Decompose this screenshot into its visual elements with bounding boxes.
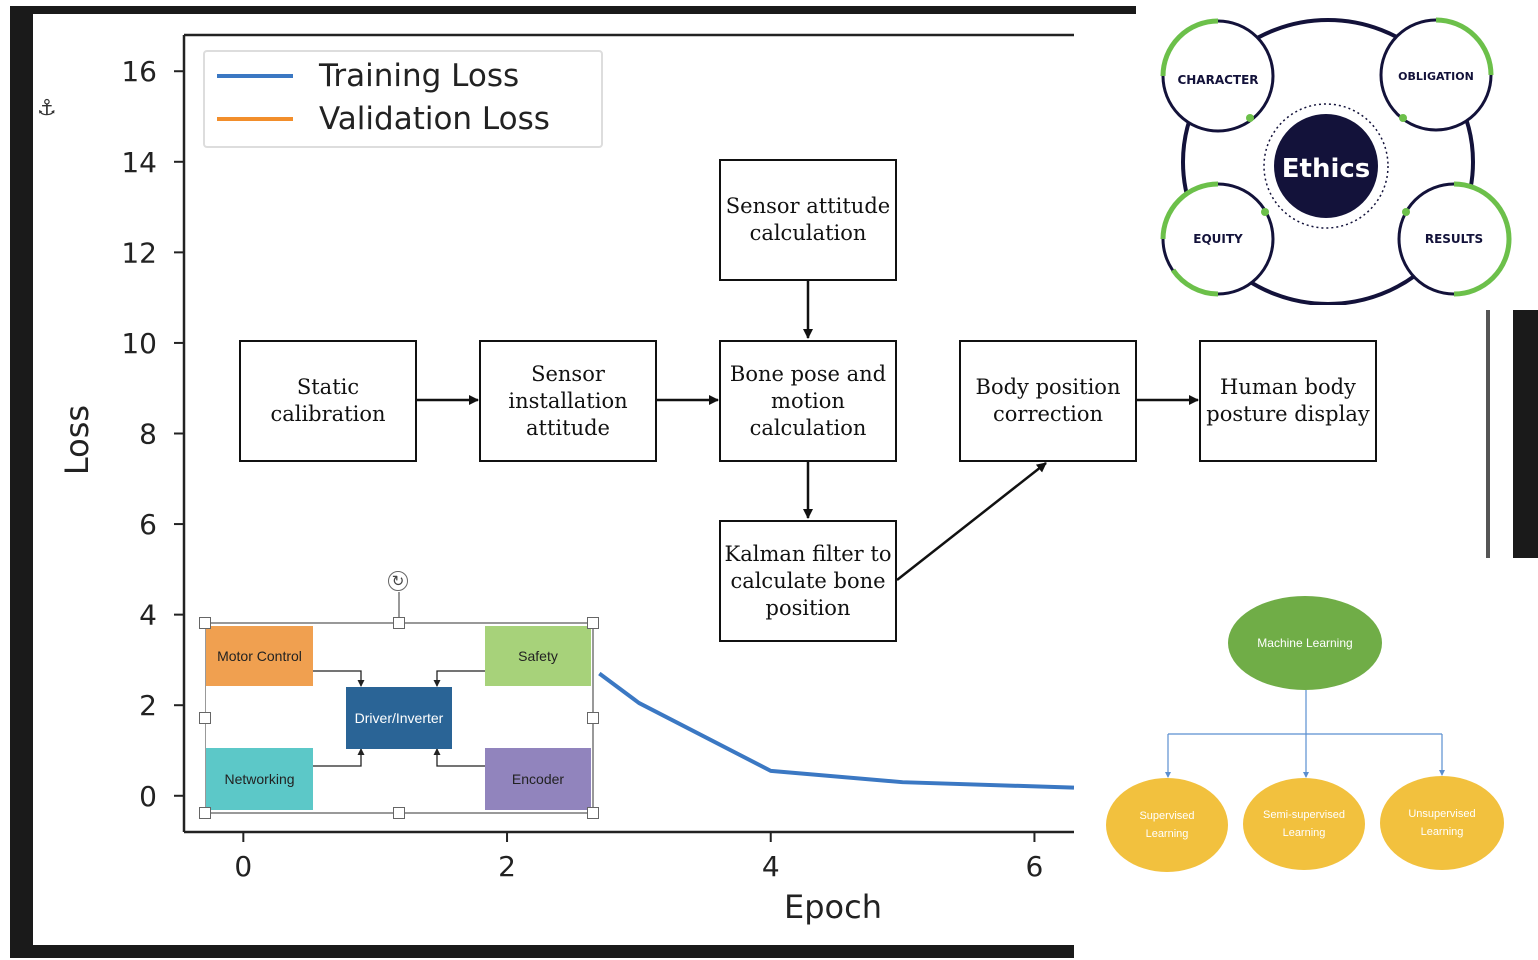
ml-node-root[interactable]: Machine Learning [1228,596,1382,690]
x-tick-label: 2 [498,850,516,883]
series-line-0 [598,671,1074,790]
ml-node-supervised-label: Supervised Learning [1139,810,1195,840]
ethics-label-equity: EQUITY [1193,232,1243,246]
resize-handle-bottom-right[interactable] [587,807,599,819]
box-posture-display-label: Human body posture display [1206,375,1370,426]
ethics-outer-ring [1181,18,1475,305]
block-safety[interactable]: Safety [485,626,591,686]
anchor-icon[interactable]: ⚓ [37,96,57,121]
connector-encoder-to-driver [433,748,485,767]
frame-top-border [10,6,1136,14]
ml-tree-connectors [1165,690,1445,778]
resize-handle-bottom-left[interactable] [199,807,211,819]
ethics-center-circle [1274,114,1378,218]
legend-label-validation: Validation Loss [319,101,550,137]
connector-safety-to-driver [433,670,485,687]
resize-handle-top-right[interactable] [587,617,599,629]
resize-handle-bottom-center[interactable] [393,807,405,819]
resize-handle-top-center[interactable] [393,617,405,629]
x-axis-label: Epoch [784,888,882,926]
ethics-center-dotted-ring [1263,103,1389,229]
box-sensor-attitude-label: Sensor attitude calculation [725,194,891,245]
chart-series-lines [598,671,1074,790]
ethics-diagram: Ethics CHARACTER OBLIGATION EQUITY RESUL… [1136,0,1538,305]
frame-bottom-border [10,945,1074,958]
frame-right-line [1486,310,1490,558]
y-tick-label: 8 [139,418,157,451]
ethics-label-character: CHARACTER [1177,73,1258,87]
resize-handle-middle-right[interactable] [587,712,599,724]
x-tick-label: 0 [234,850,252,883]
rotate-icon[interactable]: ↻ [388,571,408,591]
x-tick-label: 6 [1026,850,1044,883]
legend-swatch-training [217,74,293,78]
block-motor-control[interactable]: Motor Control [206,626,313,686]
ethics-node-results: RESULTS [1397,181,1512,297]
box-body-correction[interactable]: Body position correction [959,340,1137,462]
x-axis-ticks: 0 2 4 6 [234,832,1043,883]
connector-networking-to-driver [313,748,365,767]
ml-node-supervised[interactable]: Supervised Learning [1106,778,1228,872]
box-body-correction-label: Body position correction [975,375,1121,426]
block-encoder-label: Encoder [511,771,565,787]
y-tick-label: 12 [121,236,157,269]
box-static-calibration[interactable]: Static calibration [239,340,417,462]
y-tick-label: 0 [139,780,157,813]
ethics-label-obligation: OBLIGATION [1398,70,1474,83]
y-tick-label: 14 [121,146,157,179]
box-kalman-filter[interactable]: Kalman filter to calculate bone position [719,520,897,642]
box-sensor-installation-label: Sensor installation attitude [508,361,628,440]
chart-legend: Training Loss Validation Loss [203,50,603,148]
legend-item-validation: Validation Loss [217,101,550,137]
loss-chart: 0 2 4 6 8 10 12 14 16 0 2 4 6 Epoch Loss [58,33,1074,926]
motor-diagram[interactable]: Motor Control Safety Driver/Inverter Net… [199,571,600,820]
frame-left-border [10,8,33,958]
block-driver-inverter[interactable]: Driver/Inverter [346,687,452,749]
resize-handle-top-left[interactable] [199,617,211,629]
y-axis-ticks: 0 2 4 6 8 10 12 14 16 [121,55,184,813]
ml-node-unsupervised[interactable]: Unsupervised Learning [1380,776,1504,870]
block-driver-inverter-label: Driver/Inverter [354,710,444,726]
frame-right-strip [1513,310,1538,558]
box-sensor-installation[interactable]: Sensor installation attitude [479,340,657,462]
legend-item-training: Training Loss [217,58,519,94]
ml-tree-panel: Machine Learning Supervised Learning Sem… [1074,558,1538,960]
box-static-calibration-label: Static calibration [270,375,386,426]
box-bone-pose[interactable]: Bone pose and motion calculation [719,340,897,462]
y-tick-label: 2 [139,689,157,722]
block-safety-label: Safety [518,648,558,664]
ethics-node-equity: EQUITY [1160,181,1275,297]
y-tick-label: 6 [139,508,157,541]
y-tick-label: 16 [121,55,157,88]
ethics-label-results: RESULTS [1425,232,1483,246]
legend-label-training: Training Loss [319,58,520,94]
ethics-node-obligation: OBLIGATION [1379,17,1494,132]
ethics-node-character: CHARACTER [1160,18,1275,133]
box-sensor-attitude[interactable]: Sensor attitude calculation [719,159,897,281]
x-tick-label: 4 [762,850,780,883]
ml-node-root-label: Machine Learning [1257,636,1353,650]
box-posture-display[interactable]: Human body posture display [1199,340,1377,462]
block-motor-control-label: Motor Control [217,648,302,664]
ml-node-semi-supervised-label: Semi-supervised Learning [1263,809,1345,839]
y-tick-label: 10 [121,327,157,360]
block-networking[interactable]: Networking [206,748,313,810]
resize-handle-middle-left[interactable] [199,712,211,724]
legend-swatch-validation [217,117,293,121]
connector-motor-to-driver [313,670,365,687]
box-bone-pose-label: Bone pose and motion calculation [729,361,887,440]
box-kalman-filter-label: Kalman filter to calculate bone position [724,541,892,620]
y-axis-label: Loss [58,405,96,475]
block-networking-label: Networking [224,771,295,787]
ml-node-semi-supervised[interactable]: Semi-supervised Learning [1243,778,1365,870]
ml-node-unsupervised-label: Unsupervised Learning [1408,808,1476,838]
y-tick-label: 4 [139,599,157,632]
block-encoder[interactable]: Encoder [485,748,591,810]
ethics-center-label: Ethics [1282,154,1371,184]
